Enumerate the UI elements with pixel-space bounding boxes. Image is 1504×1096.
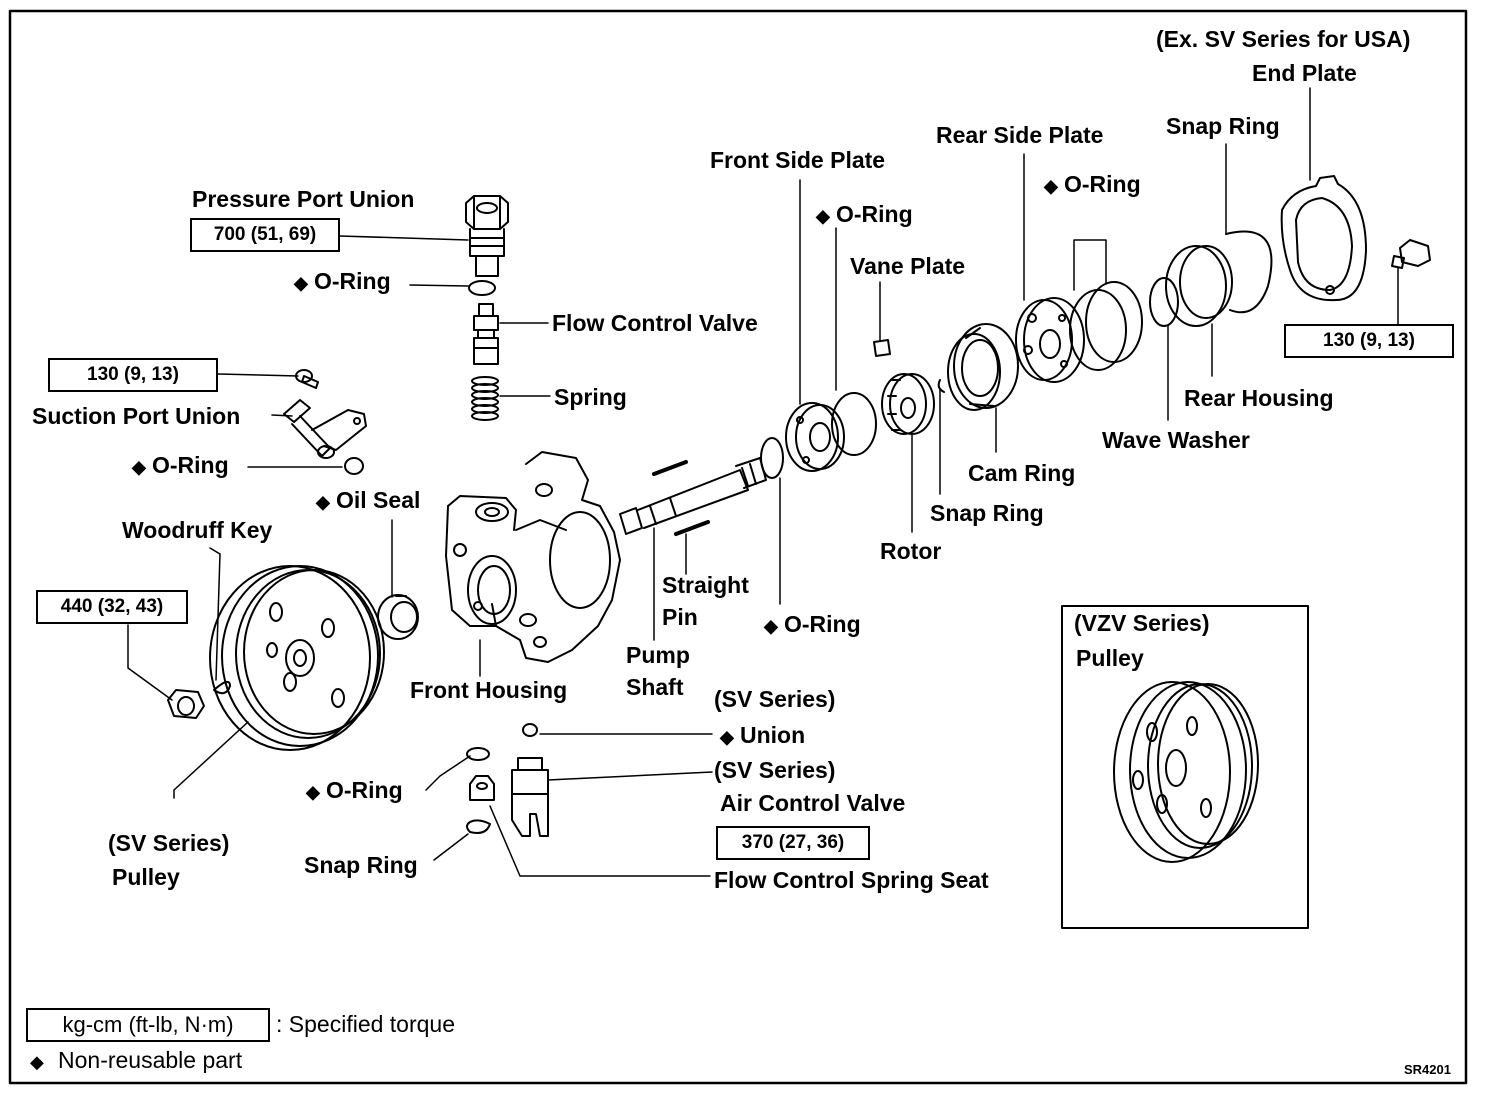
rear-housing-label: Rear Housing xyxy=(1184,385,1334,411)
o-ring-rear-label: ◆O-Ring xyxy=(1044,171,1141,200)
o-ring-rear-part xyxy=(1069,289,1127,371)
end-plate-label: End Plate xyxy=(1252,60,1357,86)
union-part xyxy=(522,723,538,737)
torque-box-pulley-nut: 440 (32, 43) xyxy=(36,590,188,624)
vane-plate-part xyxy=(873,339,891,357)
torque-box-air-control-valve: 370 (27, 36) xyxy=(716,826,870,860)
straight-pin-label-1: Straight xyxy=(662,572,749,598)
woodruff-key-label: Woodruff Key xyxy=(122,517,273,543)
nonreusable-symbol: ◆ xyxy=(294,273,308,293)
pressure-port-union-part xyxy=(465,195,509,277)
o-ring-front-plate-label: ◆O-Ring xyxy=(816,201,913,230)
torque-box-end-plate-bolt: 130 (9, 13) xyxy=(1284,324,1454,358)
sv-series-union-title: (SV Series) xyxy=(714,686,836,712)
snap-ring-top-part xyxy=(1225,230,1273,314)
vzv-series-label: (VZV Series) xyxy=(1074,610,1210,636)
straight-pin-part xyxy=(652,460,688,476)
suction-port-union-part xyxy=(283,399,367,459)
o-ring-shaft-part xyxy=(760,437,784,479)
union-label: ◆Union xyxy=(720,722,805,751)
vzv-inset-frame xyxy=(1061,605,1309,929)
torque-box-pressure-port: 700 (51, 69) xyxy=(190,218,340,252)
suction-port-union-label: Suction Port Union xyxy=(32,403,241,429)
straight-pin-label-2: Pin xyxy=(662,604,698,630)
flow-control-valve-label: Flow Control Valve xyxy=(552,310,758,336)
sv-series-acv-title: (SV Series) xyxy=(714,757,836,783)
rear-housing-part xyxy=(1165,245,1233,327)
o-ring-suction-part xyxy=(344,457,364,475)
rotor-part xyxy=(881,373,935,435)
legend-nonreusable: ◆Non-reusable part xyxy=(30,1047,242,1076)
snap-ring-rotor-part xyxy=(937,379,945,393)
leader-lines xyxy=(127,87,1399,877)
nonreusable-symbol: ◆ xyxy=(816,206,830,226)
pump-shaft-part xyxy=(619,457,767,535)
suction-bolt-part xyxy=(295,369,319,389)
rotor-label: Rotor xyxy=(880,538,942,564)
spring-part xyxy=(471,376,499,421)
nonreusable-symbol: ◆ xyxy=(132,457,146,477)
flow-control-valve-part xyxy=(473,303,499,365)
pulley-nut-part xyxy=(167,689,205,719)
o-ring-shaft-label: ◆O-Ring xyxy=(764,611,861,640)
o-ring-suction-label: ◆O-Ring xyxy=(132,452,229,481)
end-plate-part xyxy=(1280,175,1367,302)
o-ring-rear-part-2 xyxy=(1085,281,1143,363)
cam-ring-label: Cam Ring xyxy=(968,460,1076,486)
outer-frame xyxy=(8,9,1468,1085)
straight-pin-part-2 xyxy=(674,520,710,536)
figure-code: SR4201 xyxy=(1404,1062,1451,1077)
snap-ring-bottom-part xyxy=(466,819,491,834)
flow-control-spring-seat-part xyxy=(469,775,495,801)
air-control-valve-label: Air Control Valve xyxy=(720,790,906,816)
cam-ring-part xyxy=(947,323,1019,411)
wave-washer-label: Wave Washer xyxy=(1102,427,1250,453)
air-control-valve-part xyxy=(511,757,549,837)
front-side-plate-part xyxy=(785,402,845,472)
wave-washer-part xyxy=(1149,277,1179,327)
front-housing-part xyxy=(445,451,621,663)
pump-shaft-label-1: Pump xyxy=(626,642,690,668)
oil-seal-label: ◆Oil Seal xyxy=(316,487,420,516)
nonreusable-symbol: ◆ xyxy=(316,492,330,512)
spring-label: Spring xyxy=(554,384,627,410)
sv-pulley-part xyxy=(209,565,385,751)
rear-side-plate-part xyxy=(1015,297,1085,383)
vzv-pulley-part xyxy=(1113,681,1259,863)
pulley-label: Pulley xyxy=(112,864,180,890)
nonreusable-symbol: ◆ xyxy=(30,1052,44,1072)
snap-ring-top-label: Snap Ring xyxy=(1166,113,1280,139)
nonreusable-symbol: ◆ xyxy=(1044,176,1058,196)
o-ring-front-plate-part xyxy=(831,392,877,456)
nonreusable-symbol: ◆ xyxy=(764,616,778,636)
legend-torque-unit-box: kg-cm (ft-lb, N·m) xyxy=(26,1008,270,1042)
o-ring-bottom-label: ◆O-Ring xyxy=(306,777,403,806)
pump-shaft-label-2: Shaft xyxy=(626,674,684,700)
rear-side-plate-label: Rear Side Plate xyxy=(936,122,1104,148)
woodruff-key-part xyxy=(213,680,231,695)
o-ring-pressure-part xyxy=(468,280,496,296)
nonreusable-symbol: ◆ xyxy=(306,782,320,802)
torque-box-suction-port: 130 (9, 13) xyxy=(48,358,218,392)
vane-plate-label: Vane Plate xyxy=(850,253,966,279)
legend-torque-desc: : Specified torque xyxy=(276,1011,456,1037)
end-plate-bolt-part xyxy=(1391,239,1431,269)
vzv-pulley-label: Pulley xyxy=(1076,645,1144,671)
oil-seal-part xyxy=(377,594,419,640)
o-ring-pressure-label: ◆O-Ring xyxy=(294,268,391,297)
o-ring-bottom-part xyxy=(466,747,490,761)
front-side-plate-label: Front Side Plate xyxy=(710,147,886,173)
ex-sv-usa-label: (Ex. SV Series for USA) xyxy=(1156,26,1411,52)
flow-control-spring-seat-label: Flow Control Spring Seat xyxy=(714,867,989,893)
front-housing-label: Front Housing xyxy=(410,677,568,703)
nonreusable-symbol: ◆ xyxy=(720,727,734,747)
pressure-port-union-label: Pressure Port Union xyxy=(192,186,415,212)
snap-ring-rotor-label: Snap Ring xyxy=(930,500,1044,526)
snap-ring-bottom-label: Snap Ring xyxy=(304,852,418,878)
sv-series-pulley-title: (SV Series) xyxy=(108,830,230,856)
